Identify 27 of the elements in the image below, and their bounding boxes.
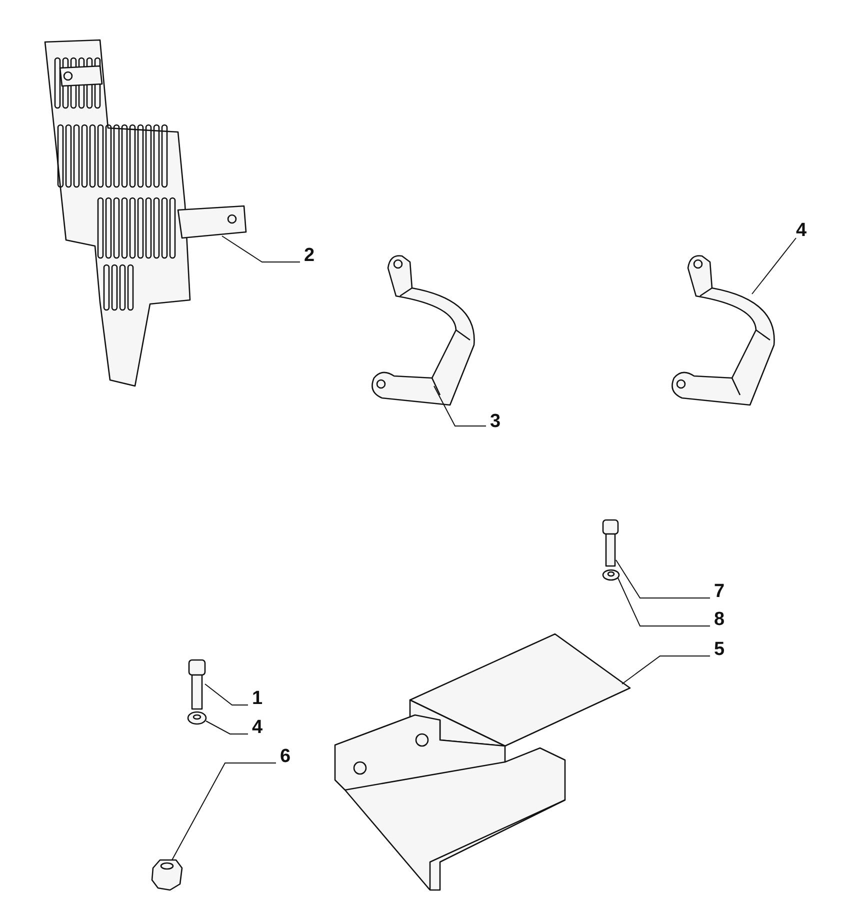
washer-drawing — [187, 711, 207, 725]
nut-drawing — [151, 859, 183, 891]
leader-line — [434, 386, 486, 426]
leader-line — [206, 720, 248, 734]
callout-number: 7 — [712, 582, 727, 602]
callout-number: 4 — [794, 221, 809, 241]
bolt-drawing — [602, 519, 619, 567]
leader-line — [172, 762, 276, 860]
bracket-drawing — [372, 255, 475, 406]
leader-line — [618, 578, 710, 626]
bracket-drawing — [672, 255, 775, 406]
callout-number: 8 — [712, 610, 727, 630]
leader-line — [222, 236, 300, 262]
callout-number: 4 — [250, 718, 265, 738]
grille-guard-drawing — [44, 39, 247, 387]
callout-number: 3 — [488, 412, 503, 432]
callout-number: 6 — [278, 747, 293, 767]
bolt-drawing — [188, 659, 206, 710]
callout-number: 1 — [250, 689, 265, 709]
leader-line — [752, 238, 796, 294]
callout-number: 5 — [712, 640, 727, 660]
leader-line — [204, 684, 248, 706]
callout-number: 2 — [302, 246, 317, 266]
leader-line — [622, 656, 710, 684]
washer-drawing — [602, 569, 620, 581]
mounting-plate-drawing — [334, 633, 631, 891]
leader-line — [616, 560, 710, 598]
